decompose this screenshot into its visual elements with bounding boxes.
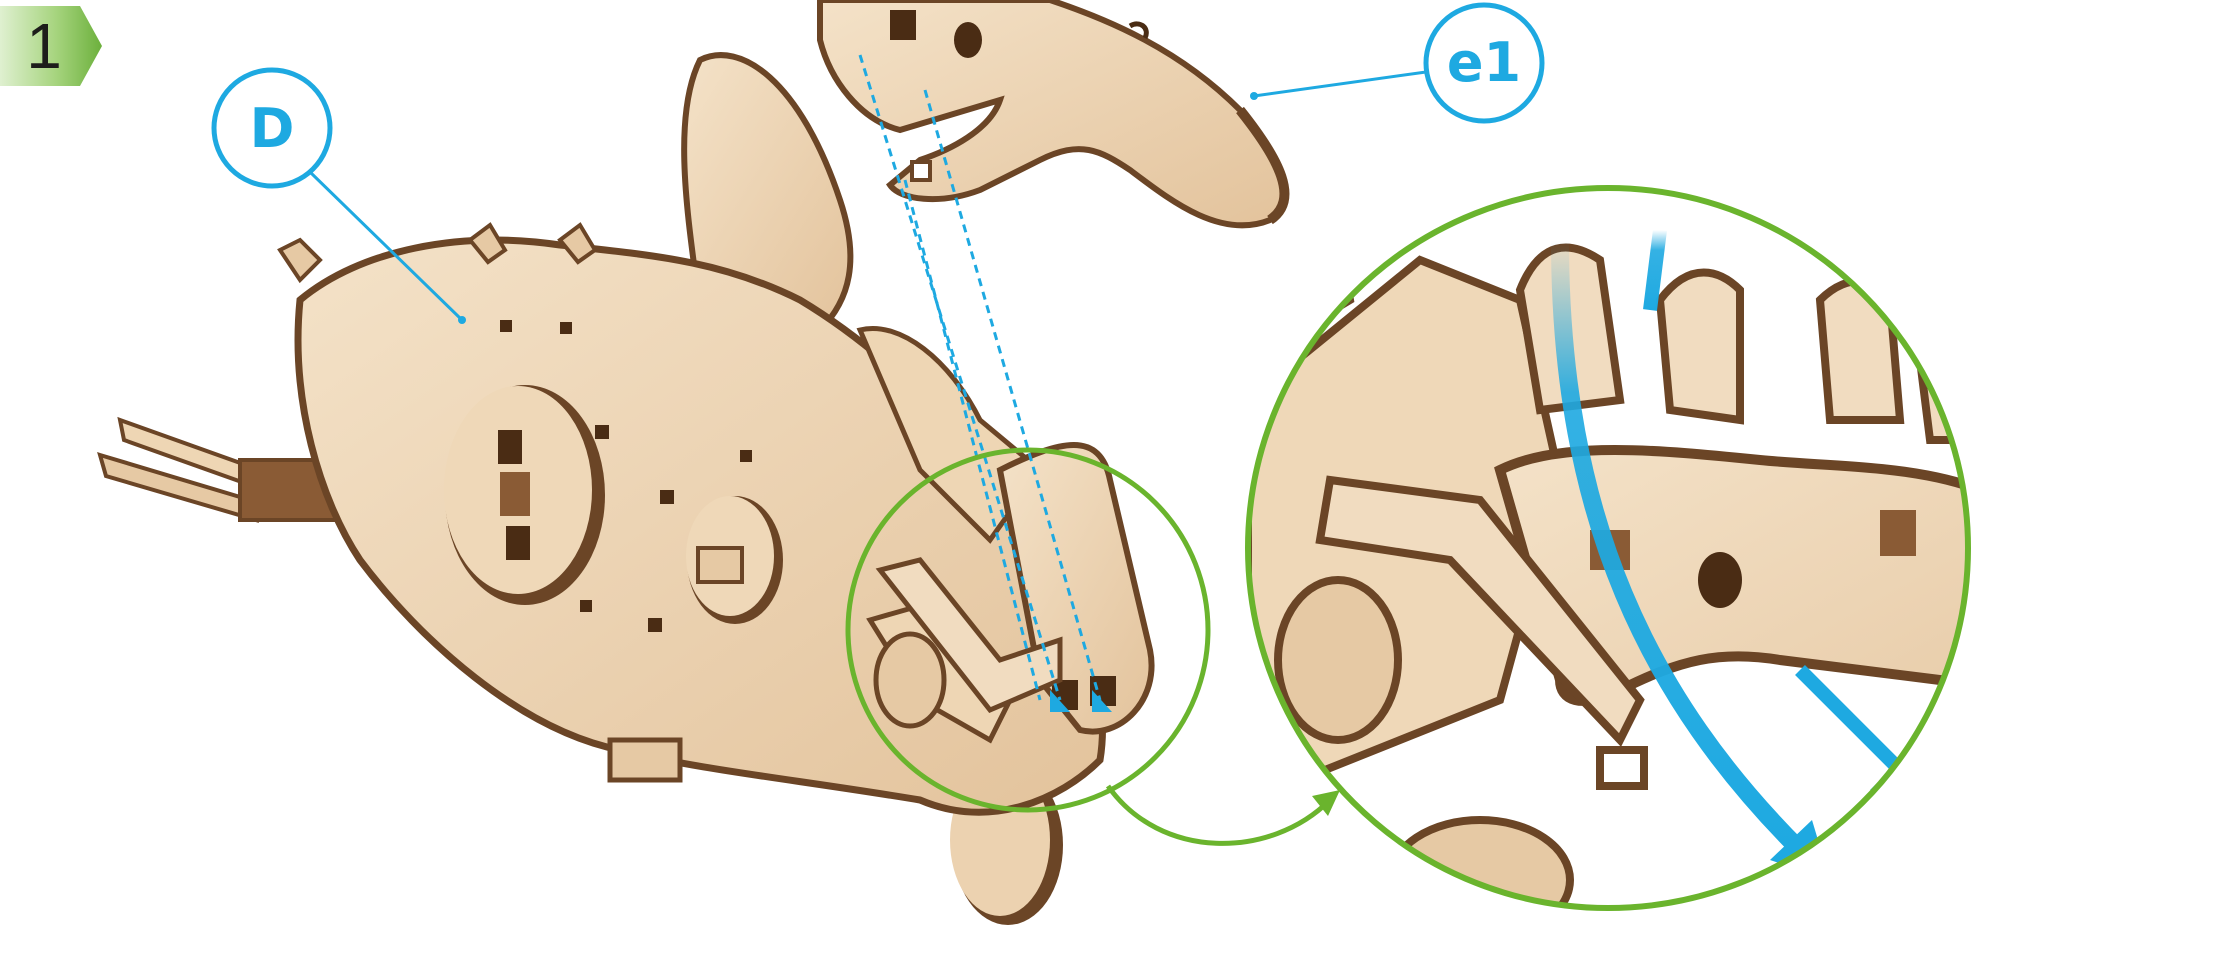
step-badge: 1 <box>0 0 104 90</box>
dinosaur-head-part <box>820 0 1284 225</box>
step-number: 1 <box>14 8 74 84</box>
zoom-circle <box>1248 188 2191 940</box>
callout-leader-e1 <box>1254 72 1426 96</box>
zoom-arrow <box>1108 786 1330 843</box>
rotation-arrow-secondary <box>1650 230 1660 310</box>
callout-label-part-d: D <box>212 86 332 172</box>
callout-label-part-e1: e1 <box>1424 20 1544 106</box>
